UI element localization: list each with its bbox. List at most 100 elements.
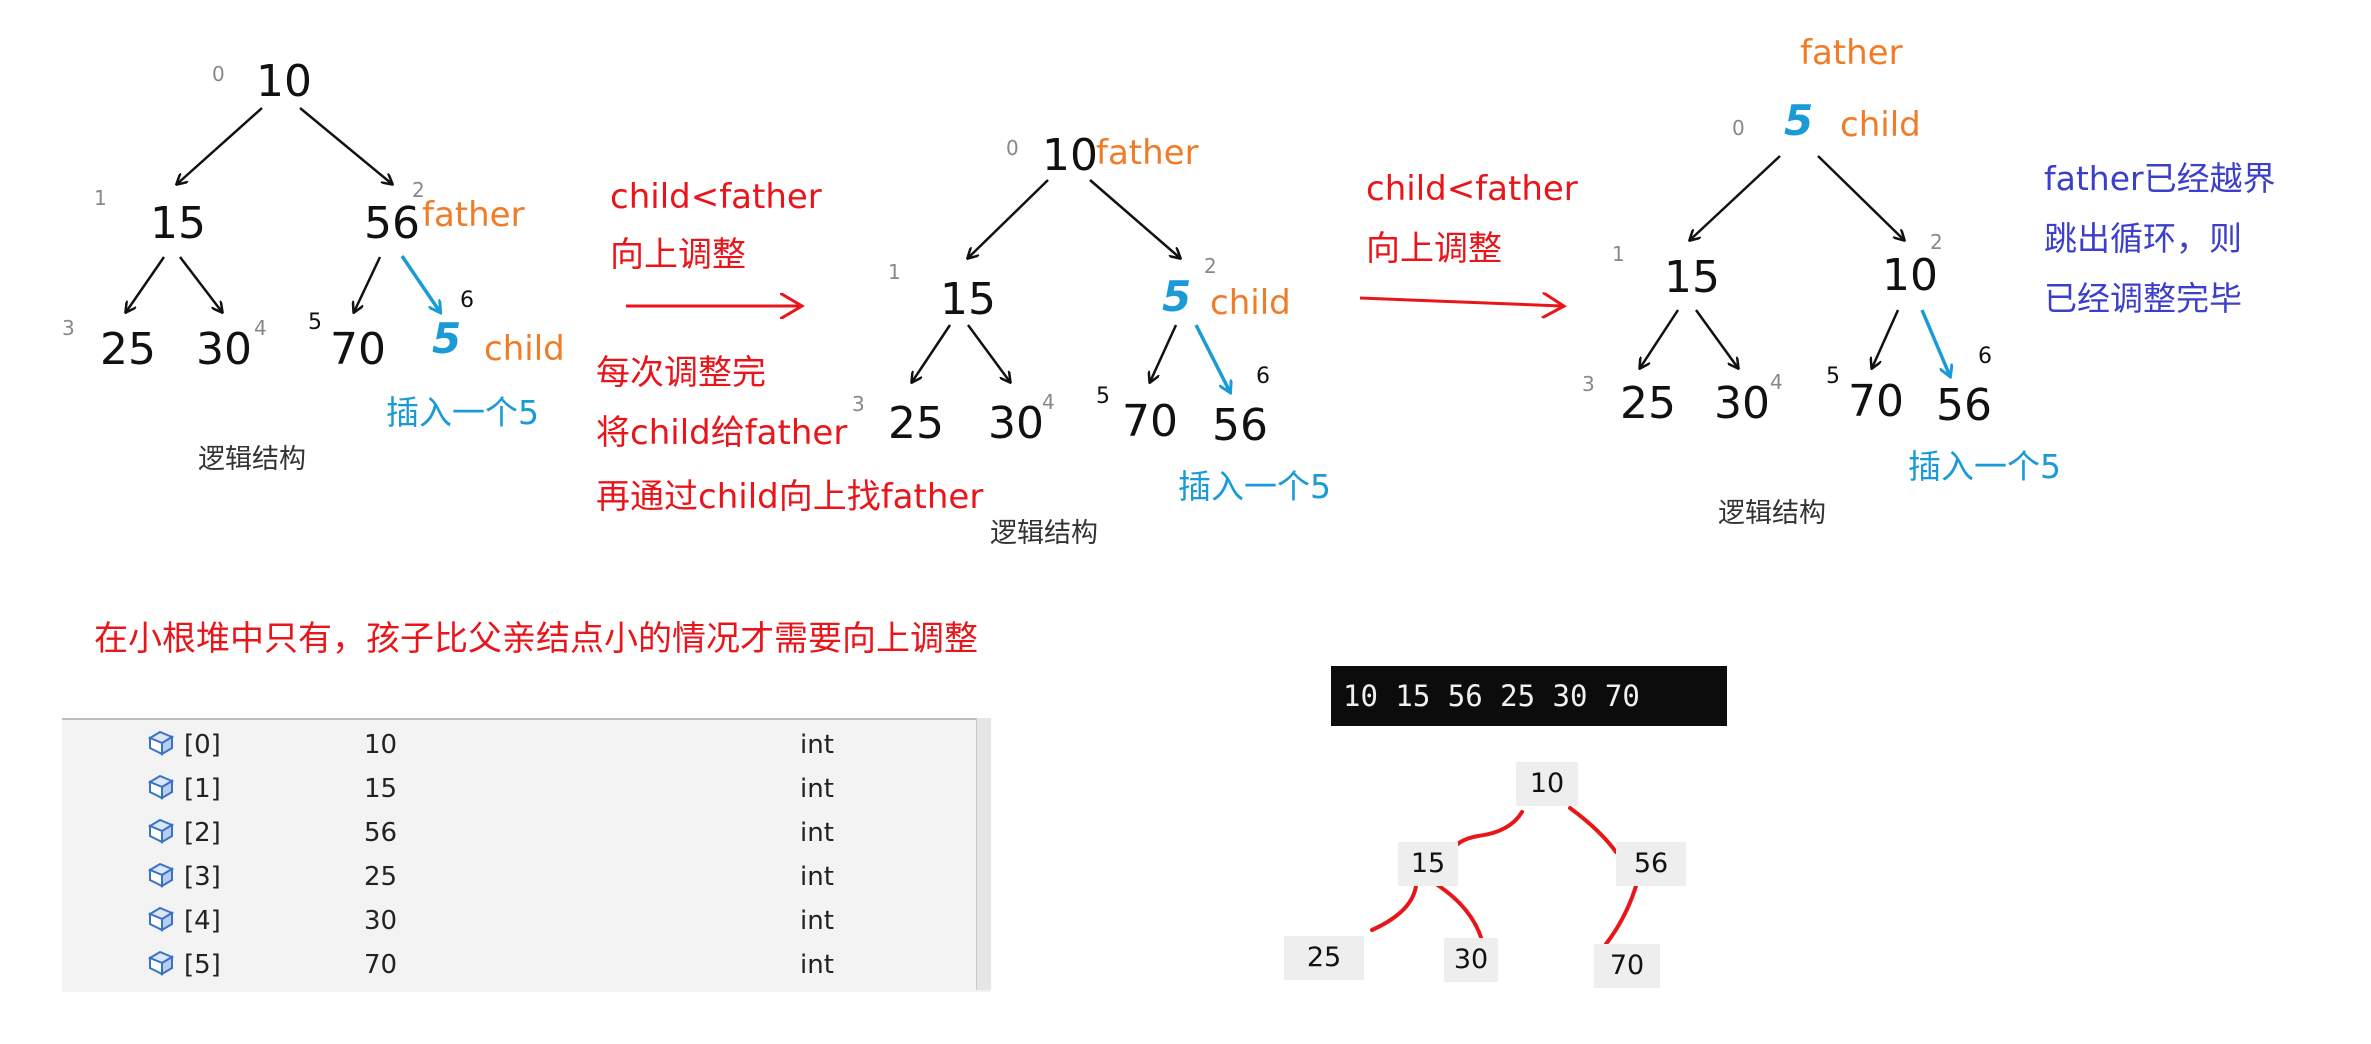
watch-row[interactable]: [4] 30 int: [62, 896, 982, 940]
watch-row[interactable]: [0] 10 int: [62, 720, 982, 764]
edge-56-70: [354, 256, 382, 312]
edge-10-15: [968, 179, 1049, 258]
mini-node-1: 15: [1398, 842, 1458, 886]
panel1-node-2: 56: [364, 198, 420, 249]
panel2-index-4: 4: [1042, 390, 1055, 414]
watch-row[interactable]: [2] 56 int: [62, 808, 982, 852]
cube-icon: [147, 950, 175, 976]
edge-10-5: [1089, 179, 1180, 258]
panel3-caption: 逻辑结构: [1718, 498, 1826, 529]
panel1-edge-56-child: [400, 255, 440, 312]
edge-15-30: [966, 324, 1010, 382]
panel1-edges: [126, 107, 392, 312]
panel1-index-2: 2: [412, 178, 425, 202]
edge-5-15: [1690, 155, 1781, 240]
step1-explain-2: 将child给father: [596, 413, 848, 453]
watch-value: 25: [364, 862, 398, 892]
watch-type: int: [800, 950, 834, 980]
edge-5-70: [1150, 324, 1178, 382]
cube-icon: [147, 774, 175, 800]
panel2-index-3: 3: [852, 392, 865, 416]
panel1-node-5: 70: [330, 324, 386, 375]
rule-text: 在小根堆中只有，孩子比父亲结点小的情况才需要向上调整: [94, 619, 978, 659]
watch-row[interactable]: [3] 25 int: [62, 852, 982, 896]
mini-node-4: 30: [1444, 938, 1498, 982]
cube-icon: [147, 906, 175, 932]
panel3-insert-label: 插入一个5: [1908, 447, 2061, 486]
panel2-index-1: 1: [888, 260, 901, 284]
panel2-node-5: 70: [1122, 396, 1178, 447]
panel3-index-6: 6: [1978, 344, 1992, 369]
panel3-index-0: 0: [1732, 116, 1745, 140]
step1-explain-1: 每次调整完: [596, 353, 766, 393]
panel1-index-3: 3: [62, 316, 75, 340]
step1-action: 向上调整: [610, 235, 746, 275]
panel1-insert-label: 插入一个5: [386, 393, 539, 432]
panel3-inserted-5: 5: [1784, 96, 1814, 145]
watch-value: 30: [364, 906, 398, 936]
mini-node-5: 70: [1594, 944, 1660, 988]
panel1-child-label: child: [484, 329, 565, 369]
panel3-index-3: 3: [1582, 372, 1595, 396]
mini-node-0: 10: [1516, 762, 1578, 806]
edge-15-25: [912, 324, 952, 382]
panel3-node-4: 30: [1714, 378, 1770, 429]
watch-row[interactable]: [5] 70 int: [62, 940, 982, 984]
cube-icon: [147, 818, 175, 844]
watch-name: [1]: [184, 774, 221, 804]
edge-10-56: [299, 107, 392, 184]
panel2-father-label: father: [1096, 133, 1199, 173]
panel3-edge-10-56: [1920, 309, 1950, 376]
panel2-child-label: child: [1210, 283, 1291, 323]
panel3-index-2: 2: [1930, 230, 1943, 254]
edge-10-15: [177, 107, 263, 184]
panel2-node-0: 10: [1042, 130, 1098, 181]
mini-node-3: 25: [1284, 936, 1364, 980]
panel1-node-4: 30: [196, 324, 252, 375]
panel1-index-6: 6: [460, 288, 474, 313]
watch-type: int: [800, 906, 834, 936]
edge-15-30: [1694, 309, 1738, 368]
watch-row[interactable]: [1] 15 int: [62, 764, 982, 808]
panel2-node-1: 15: [940, 274, 996, 325]
watch-name: [2]: [184, 818, 221, 848]
panel3-node-2: 10: [1882, 250, 1938, 301]
watch-scrollbar[interactable]: [976, 718, 991, 990]
panel2-node-6: 56: [1212, 400, 1268, 451]
panel1-node-0: 10: [256, 56, 312, 107]
watch-window: [0] 10 int [1] 15 int [2] 56 int [3] 25 …: [62, 718, 990, 992]
watch-value: 56: [364, 818, 398, 848]
edge-10-56: [1568, 806, 1618, 854]
panel3-index-5: 5: [1826, 364, 1840, 389]
watch-name: [4]: [184, 906, 221, 936]
panel3-edges: [1640, 155, 1904, 368]
edge-15-30: [179, 256, 222, 312]
edge-15-25: [1370, 884, 1418, 932]
panel2-node-4: 30: [988, 398, 1044, 449]
panel2-index-2: 2: [1204, 254, 1217, 278]
panel3-conclusion-1: father已经越界: [2044, 159, 2276, 198]
step2-condition: child<father: [1366, 169, 1578, 209]
panel3-index-4: 4: [1770, 370, 1783, 394]
panel1-index-4: 4: [254, 316, 267, 340]
panel3-child-label: child: [1840, 105, 1921, 145]
panel2-inserted-5: 5: [1162, 272, 1192, 321]
watch-name: [0]: [184, 730, 221, 760]
mini-tree-edges: [1370, 806, 1638, 950]
panel2-node-3: 25: [888, 398, 944, 449]
panel3-index-1: 1: [1612, 242, 1625, 266]
panel3-father-label: father: [1800, 33, 1903, 73]
panel2-edge-child-56: [1194, 324, 1230, 392]
cube-icon: [147, 862, 175, 888]
edge-15-25: [126, 256, 166, 312]
panel1-father-label: father: [422, 195, 525, 235]
panel3-conclusion-2: 跳出循环，则: [2044, 219, 2242, 258]
panel3-node-3: 25: [1620, 378, 1676, 429]
panel1-inserted-5: 5: [432, 314, 462, 363]
panel3-node-5: 70: [1848, 376, 1904, 427]
panel2-edges: [912, 179, 1180, 382]
panel3-conclusion-3: 已经调整完毕: [2044, 279, 2242, 318]
panel2-index-6: 6: [1256, 364, 1270, 389]
watch-type: int: [800, 818, 834, 848]
